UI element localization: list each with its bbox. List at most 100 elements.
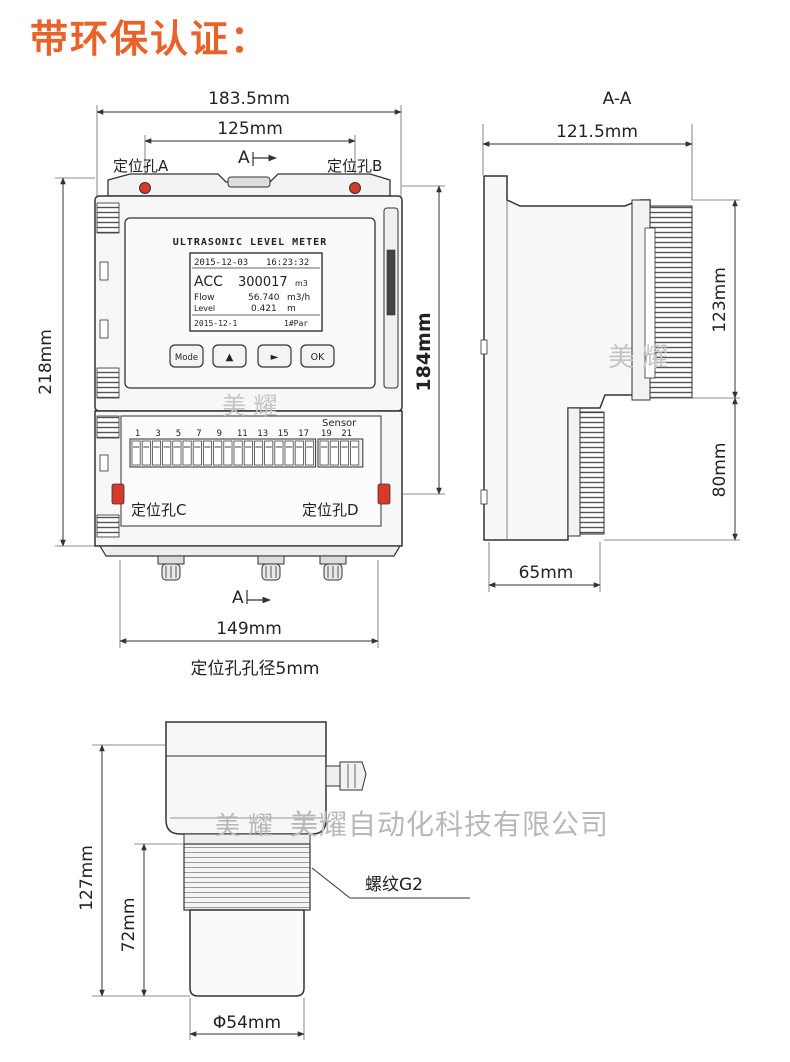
terminal-screw <box>172 440 182 466</box>
top-clip <box>227 176 271 188</box>
sensor-label: Sensor <box>322 418 357 429</box>
left-fins-top <box>96 202 120 234</box>
dim-width-holes-top: 125mm <box>144 119 356 144</box>
dim-sensor-height-overall-label: 127mm <box>77 845 97 911</box>
panel-title: ULTRASONIC LEVEL METER <box>173 237 327 248</box>
dim-side-height-upper: 123mm <box>710 199 738 399</box>
terminal-number: 7 <box>196 429 201 439</box>
terminal-number: 3 <box>155 429 160 439</box>
right-button[interactable]: ► <box>257 344 292 368</box>
front-view: 183.5mm 125mm A 定位孔A 定位孔B ULTR <box>36 89 445 679</box>
terminal-screw <box>141 440 151 466</box>
cable-gland-left <box>157 555 185 581</box>
company-watermark: 美耀自动化科技有限公司 <box>290 808 609 841</box>
dim-width-overall-label: 183.5mm <box>208 89 290 109</box>
dim-side-height-lower-label: 80mm <box>710 443 730 498</box>
ok-button-label: OK <box>311 352 325 363</box>
right-button-label: ► <box>271 352 279 363</box>
thread-label: 螺纹G2 <box>365 875 423 895</box>
terminal-screw <box>152 440 161 466</box>
terminal-screw <box>213 440 223 466</box>
watermark-prefix: 美 耀 <box>215 811 273 840</box>
terminal-screw <box>264 440 274 466</box>
dim-side-width-bottom: 65mm <box>488 563 601 588</box>
terminal-screw <box>274 440 284 466</box>
hole-b-icon <box>349 182 361 194</box>
section-marker-bottom-label: A <box>232 588 244 608</box>
dim-height-holes-label: 184mm <box>413 312 435 391</box>
terminal-screw <box>131 440 141 466</box>
dim-height-overall-label: 218mm <box>36 329 56 395</box>
section-aa-label: A-A <box>603 89 632 109</box>
dim-sensor-diameter-label: Φ54mm <box>213 1013 281 1033</box>
terminal-screw <box>162 440 172 466</box>
terminal-number: 17 <box>298 429 309 439</box>
lcd-level-value: 0.421 <box>251 304 277 314</box>
hole-b-label: 定位孔B <box>327 157 382 175</box>
lcd-footer-code: 1#Par <box>284 319 308 328</box>
dim-width-holes-bottom-label: 149mm <box>216 619 282 639</box>
terminal-screw <box>192 440 202 466</box>
sensor-gland <box>339 761 367 791</box>
left-fins-bottom <box>96 367 120 399</box>
hole-d-icon <box>377 483 391 505</box>
dim-sensor-diameter: Φ54mm <box>189 1013 305 1037</box>
terminal-number: 13 <box>257 429 268 439</box>
section-marker-bottom: A <box>232 588 271 608</box>
lcd-level-unit: m <box>287 304 296 314</box>
dim-width-overall: 183.5mm <box>96 89 402 115</box>
terminal-screw <box>203 440 212 466</box>
terminal-screw <box>254 440 263 466</box>
terminal-screw <box>223 440 233 466</box>
terminal-screw <box>243 440 253 466</box>
hole-c-icon <box>111 483 125 505</box>
sensor-thread <box>183 843 311 911</box>
dim-height-holes: 184mm <box>413 185 442 495</box>
dim-side-width-top: 121.5mm <box>482 122 693 147</box>
ok-button[interactable]: OK <box>300 344 335 368</box>
up-button-label: ▲ <box>226 352 234 363</box>
terminal-number: 11 <box>237 429 248 439</box>
terminal-screw <box>305 440 314 466</box>
dim-side-width-top-label: 121.5mm <box>556 122 638 142</box>
lcd-flow-label: Flow <box>194 293 215 303</box>
dim-height-overall: 218mm <box>36 177 66 547</box>
lcd-screen: 2015-12-03 16:23:32 ACC 300017 m3 Flow 5… <box>189 252 323 332</box>
hole-a-icon <box>139 182 151 194</box>
lcd-flow-value: 56.740 <box>248 293 280 303</box>
dim-width-holes-bottom: 149mm <box>119 619 379 644</box>
sensor-terminal-number: 19 <box>321 429 332 439</box>
terminal-number: 5 <box>176 429 181 439</box>
mode-button[interactable]: Mode <box>169 344 204 368</box>
dim-side-width-bottom-label: 65mm <box>519 563 574 583</box>
hole-c-label: 定位孔C <box>131 501 186 519</box>
terminal-number: 15 <box>278 429 289 439</box>
lcd-acc-label: ACC <box>194 274 223 290</box>
terminal-screw <box>284 440 294 466</box>
hole-a-label: 定位孔A <box>113 157 169 175</box>
sensor-terminal-number: 21 <box>341 429 352 439</box>
lcd-flow-unit: m3/h <box>287 293 310 303</box>
up-button[interactable]: ▲ <box>212 344 247 368</box>
side-fins-lower <box>579 411 605 535</box>
mode-button-label: Mode <box>175 353 198 363</box>
lcd-footer-date: 2015-12-1 <box>194 319 238 328</box>
terminal-number: 1 <box>135 429 140 439</box>
lcd-time: 16:23:32 <box>266 258 309 268</box>
sensor-terminal-screw <box>329 440 339 466</box>
sensor-terminal-screw <box>319 440 329 466</box>
dim-sensor-height-lower: 72mm <box>119 843 147 997</box>
terminal-screw <box>233 440 243 466</box>
lcd-acc-unit: m3 <box>295 279 308 288</box>
hole-d-label: 定位孔D <box>302 501 359 519</box>
sensor-terminal-screw <box>350 440 360 466</box>
terminal-number: 9 <box>217 429 222 439</box>
cable-gland-right <box>319 555 347 581</box>
watermark-side: 美 耀 <box>608 343 668 373</box>
cable-gland-middle <box>257 555 285 581</box>
lcd-acc-value: 300017 <box>238 275 288 290</box>
hole-diameter-note: 定位孔孔径5mm <box>191 659 320 679</box>
dim-sensor-height-lower-label: 72mm <box>119 898 139 953</box>
